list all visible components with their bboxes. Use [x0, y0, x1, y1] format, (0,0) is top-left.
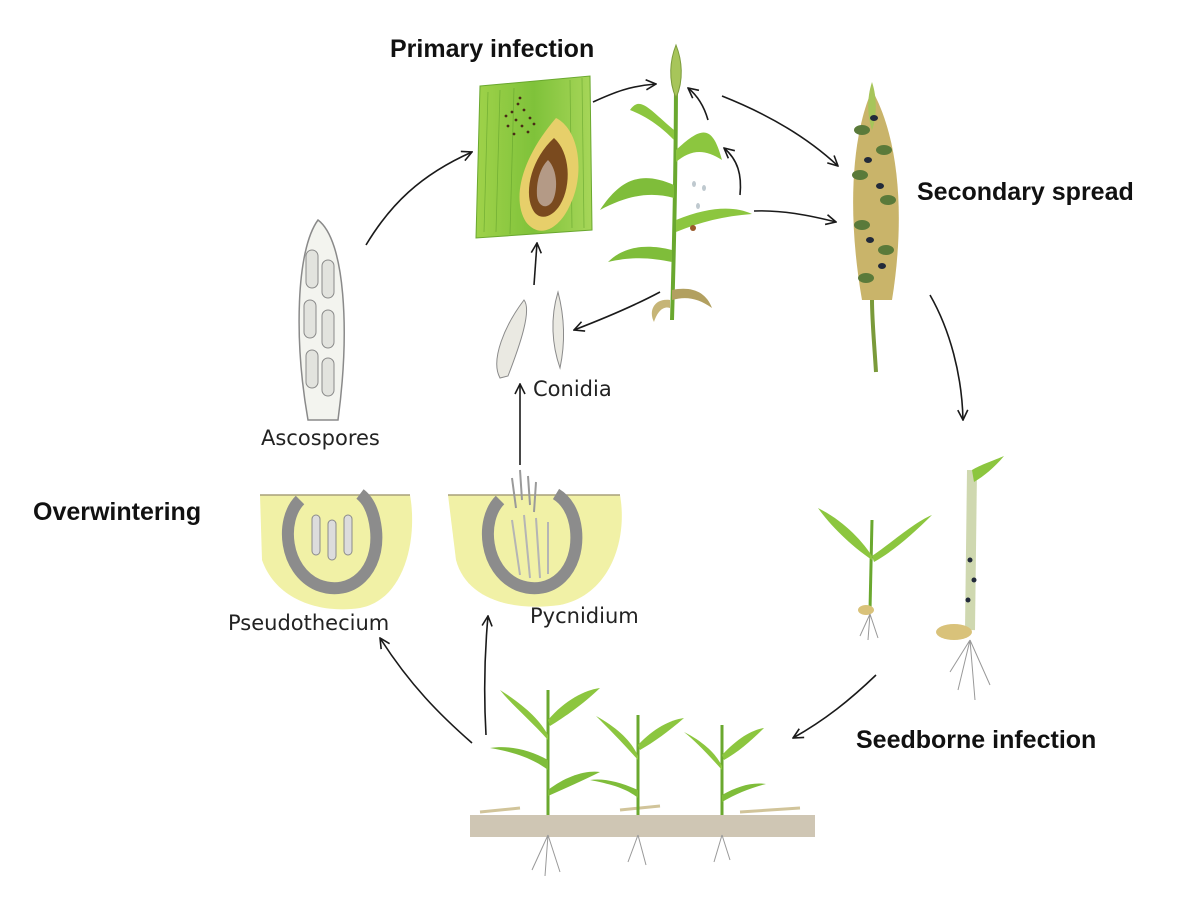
conidia-illustration	[496, 290, 565, 379]
young-wheat-plant	[590, 715, 684, 866]
arrow-conidia-to-leaf	[534, 243, 537, 286]
arrow-seedlings-to-young-plants	[793, 674, 877, 738]
seedling-illustration	[818, 508, 932, 641]
arrow-leaf-to-plant	[592, 84, 656, 103]
cycle-arrows	[365, 84, 963, 744]
label-pycnidium: Pycnidium	[530, 604, 639, 628]
label-conidia: Conidia	[533, 377, 612, 401]
young-wheat-plants-illustration	[470, 688, 815, 877]
young-wheat-plant	[684, 725, 766, 863]
arrow-ascospores-to-leaf	[365, 152, 472, 246]
young-wheat-plant	[490, 688, 600, 877]
infected-wheat-ear-illustration	[852, 82, 899, 373]
label-primary-infection: Primary infection	[390, 35, 594, 63]
label-seedborne-infection: Seedborne infection	[856, 726, 1096, 754]
pycnidium-illustration	[448, 469, 622, 607]
arrow-ear-to-seedlings	[929, 294, 963, 420]
label-secondary-spread: Secondary spread	[917, 178, 1134, 206]
infected-wheat-plant-illustration	[600, 43, 752, 322]
arrow-plant-to-conidia	[574, 291, 661, 330]
pseudothecium-illustration	[260, 489, 413, 610]
label-overwintering: Overwintering	[33, 498, 201, 526]
arrow-plant-to-ear-mid	[753, 210, 836, 222]
label-pseudothecium: Pseudothecium	[228, 611, 389, 635]
label-ascospores: Ascospores	[261, 426, 380, 450]
arrow-splash-up-2	[688, 88, 709, 121]
arrow-plants-to-pycnidium	[485, 616, 488, 736]
infected-seedling-illustration	[936, 456, 1004, 701]
arrow-plant-to-ear-top	[721, 95, 838, 166]
infected-leaf-illustration	[475, 75, 593, 239]
ascus-with-ascospores-illustration	[298, 218, 345, 421]
arrow-plants-to-pseudothecium	[380, 638, 473, 744]
arrow-splash-up-1	[724, 148, 742, 196]
